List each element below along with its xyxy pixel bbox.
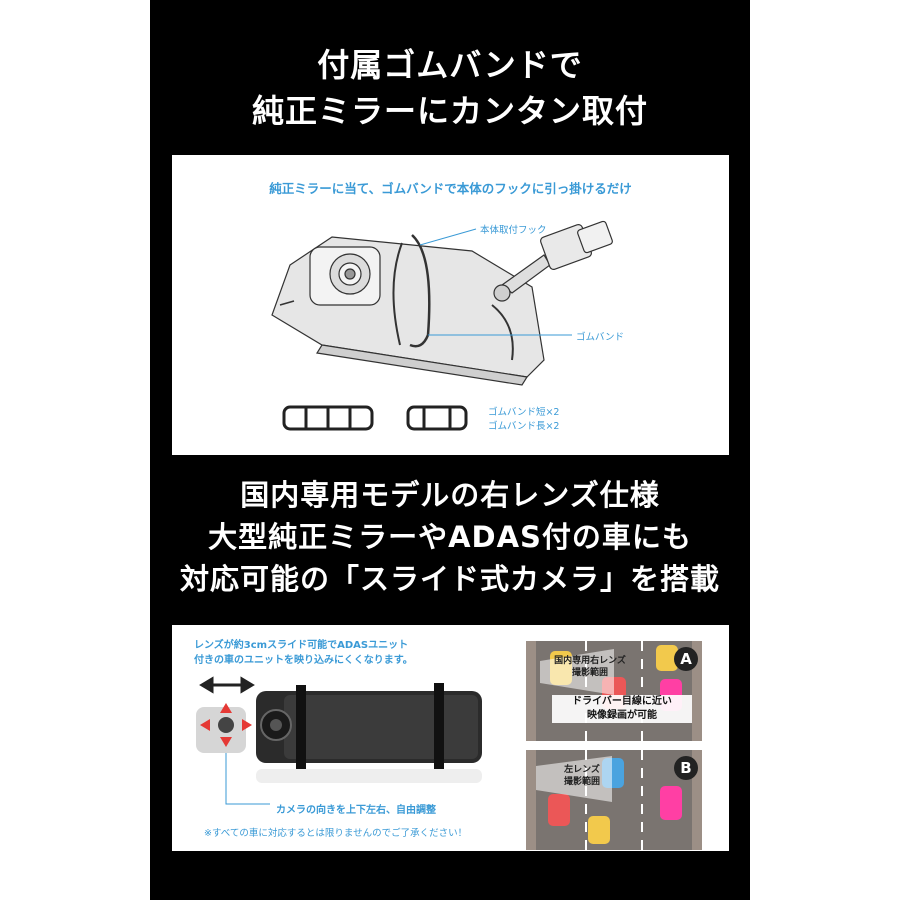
band-short-label: ゴムバンド短×2	[488, 407, 560, 418]
headline-mid-line-1: 国内専用モデルの右レンズ仕様	[240, 478, 660, 512]
view-a-desc-line-1: ドライバー目線に近い	[572, 696, 672, 707]
view-a-desc-line-2: 映像録画が可能	[587, 710, 657, 721]
headline-mid-line-2: 大型純正ミラーやADAS付の車にも	[208, 520, 692, 554]
view-a-label-line-2: 撮影範囲	[571, 668, 608, 678]
view-a-description: ドライバー目線に近い 映像録画が可能	[552, 695, 692, 723]
view-b-label-line-1: 左レンズ	[564, 765, 600, 775]
install-caption: 純正ミラーに当て、ゴムバンドで本体のフックに引っ掛けるだけ	[269, 181, 632, 196]
adjust-label: カメラの向きを上下左右、自由調整	[276, 805, 436, 816]
band-long-label: ゴムバンド長×2	[488, 421, 560, 432]
slide-caption-line-1: レンズが約3cmスライド可能でADASユニット	[194, 640, 409, 651]
view-b-thumbnail: 左レンズ 撮影範囲 B	[526, 750, 702, 850]
slide-card: レンズが約3cmスライド可能でADASユニット 付きの車のユニットを映り込みにく…	[172, 625, 729, 851]
headline-mid-line-3: 対応可能の「スライド式カメラ」を搭載	[179, 562, 720, 596]
view-a-badge: A	[674, 647, 698, 671]
headline-top: 付属ゴムバンドで 純正ミラーにカンタン取付	[150, 42, 750, 134]
slide-caption: レンズが約3cmスライド可能でADASユニット 付きの車のユニットを映り込みにく…	[194, 638, 413, 668]
hook-label: 本体取付フック	[480, 225, 547, 236]
headline-top-line-1: 付属ゴムバンドで	[317, 46, 583, 84]
band-label: ゴムバンド	[576, 332, 624, 343]
view-a-thumbnail: 国内専用右レンズ 撮影範囲 A ドライバー目線に近い 映像録画が可能	[526, 641, 702, 741]
install-card: 純正ミラーに当て、ゴムバンドで本体のフックに引っ掛けるだけ	[172, 155, 729, 455]
headline-mid: 国内専用モデルの右レンズ仕様 大型純正ミラーやADAS付の車にも 対応可能の「ス…	[150, 474, 750, 600]
view-b-badge: B	[674, 756, 698, 780]
view-a-label: 国内専用右レンズ 撮影範囲	[550, 655, 630, 679]
road-scene-b	[526, 750, 702, 850]
view-b-label-line-2: 撮影範囲	[563, 777, 600, 787]
slide-caption-line-2: 付きの車のユニットを映り込みにくくなります。	[194, 655, 413, 666]
mirror-install-illustration	[271, 220, 613, 431]
disclaimer-note: ※すべての車に対応するとは限りませんのでご了承ください！	[204, 828, 468, 839]
view-b-label: 左レンズ 撮影範囲	[552, 764, 612, 788]
view-a-label-line-1: 国内専用右レンズ	[554, 656, 626, 666]
sliding-camera-illustration	[196, 676, 482, 805]
headline-top-line-2: 純正ミラーにカンタン取付	[251, 92, 648, 130]
